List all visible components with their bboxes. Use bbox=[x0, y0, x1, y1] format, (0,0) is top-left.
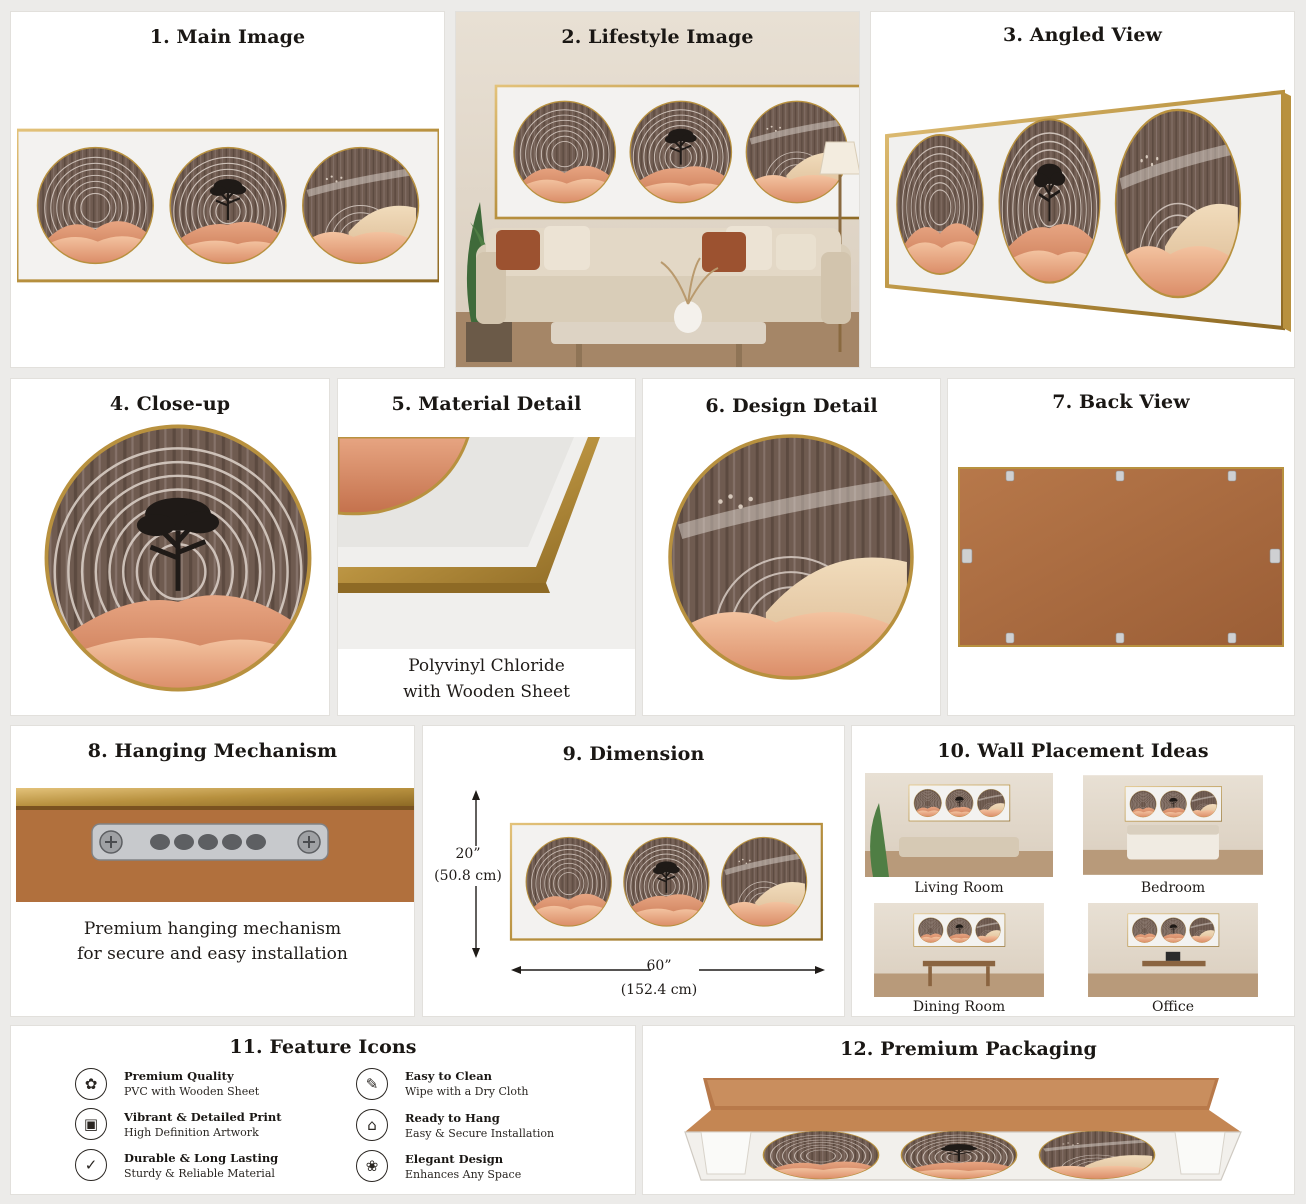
room-living-image bbox=[865, 773, 1053, 877]
room-label-bedroom: Bedroom bbox=[1140, 880, 1206, 896]
room-label-dining: Dining Room bbox=[912, 999, 1006, 1015]
feature-subtitle: High Definition Artwork bbox=[124, 1126, 259, 1139]
hanging-caption-line1: Premium hanging mechanism bbox=[83, 919, 342, 939]
feature-title: Easy to Clean bbox=[405, 1069, 493, 1083]
panel-title: 1. Main Image bbox=[149, 26, 306, 48]
panel-title: 9. Dimension bbox=[562, 743, 705, 765]
panel-material-detail: 5. Material Detail Polyvinyl Chloride wi… bbox=[337, 378, 636, 716]
panel-feature-icons: 11. Feature Icons ✿ Premium Quality PVC … bbox=[10, 1025, 636, 1195]
panel-back-view: 7. Back View bbox=[947, 378, 1295, 716]
panel-premium-packaging: 12. Premium Packaging bbox=[642, 1025, 1295, 1195]
panel-title: 3. Angled View bbox=[1003, 24, 1162, 46]
angled-artwork-image bbox=[885, 89, 1291, 332]
material-caption-line1: Polyvinyl Chloride bbox=[408, 656, 565, 676]
elegant-design-icon: ❀ bbox=[356, 1150, 388, 1182]
panel-angled-view: 3. Angled View bbox=[870, 11, 1295, 368]
height-inches: 20” bbox=[455, 846, 481, 862]
height-cm: (50.8 cm) bbox=[434, 868, 502, 884]
room-bedroom-image bbox=[1083, 773, 1263, 877]
panel-design-detail: 6. Design Detail bbox=[642, 378, 941, 716]
feature-title: Elegant Design bbox=[405, 1152, 504, 1166]
hanging-caption-line2: for secure and easy installation bbox=[77, 944, 348, 964]
lifestyle-room-image bbox=[456, 12, 859, 367]
panel-title: 10. Wall Placement Ideas bbox=[937, 740, 1209, 762]
feature-subtitle: PVC with Wooden Sheet bbox=[124, 1085, 260, 1098]
width-inches: 60” bbox=[646, 958, 672, 974]
feature-title: Durable & Long Lasting bbox=[124, 1151, 279, 1165]
packaging-box-image bbox=[684, 1078, 1242, 1181]
panel-title: 12. Premium Packaging bbox=[840, 1038, 1097, 1060]
brush-icon: ✎ bbox=[356, 1068, 388, 1100]
panel-title: 7. Back View bbox=[1052, 391, 1190, 413]
quality-badge-icon: ✿ bbox=[75, 1068, 107, 1100]
dimension-diagram bbox=[472, 790, 825, 974]
panel-wall-placement: 10. Wall Placement Ideas Living Room Bed… bbox=[851, 725, 1295, 1017]
durable-check-icon: ✓ bbox=[75, 1149, 107, 1181]
panel-title: 2. Lifestyle Image bbox=[561, 26, 754, 48]
panel-hanging-mechanism: 8. Hanging Mechanism Premium hanging mec… bbox=[10, 725, 415, 1017]
print-icon: ▣ bbox=[75, 1108, 107, 1140]
hanger-icon: ⌂ bbox=[356, 1109, 388, 1141]
panel-title: 4. Close-up bbox=[109, 393, 231, 415]
room-label-living: Living Room bbox=[914, 880, 1004, 896]
feature-title: Ready to Hang bbox=[405, 1111, 500, 1125]
panel-title: 5. Material Detail bbox=[391, 393, 582, 415]
material-caption-line2: with Wooden Sheet bbox=[403, 682, 570, 702]
feature-title: Premium Quality bbox=[124, 1069, 234, 1083]
feature-subtitle: Easy & Secure Installation bbox=[405, 1127, 555, 1140]
panel-title: 8. Hanging Mechanism bbox=[87, 740, 338, 762]
room-label-office: Office bbox=[1151, 999, 1195, 1015]
panel-main-image: 1. Main Image bbox=[10, 11, 445, 368]
feature-title: Vibrant & Detailed Print bbox=[124, 1110, 282, 1124]
close-up-circle-image bbox=[44, 424, 312, 692]
room-office-image bbox=[1083, 903, 1263, 997]
panel-lifestyle-image: 2. Lifestyle Image bbox=[455, 11, 860, 368]
panel-close-up: 4. Close-up bbox=[10, 378, 330, 716]
room-dining-image bbox=[865, 903, 1053, 997]
feature-subtitle: Sturdy & Reliable Material bbox=[124, 1167, 275, 1180]
panel-title: 11. Feature Icons bbox=[229, 1036, 417, 1058]
material-corner-image bbox=[338, 437, 635, 649]
main-artwork-image bbox=[17, 128, 439, 283]
hanging-bracket-image bbox=[16, 788, 414, 902]
panel-dimension: 9. Dimension 20” (50.8 cm) 60” (152.4 cm… bbox=[422, 725, 845, 1017]
width-cm: (152.4 cm) bbox=[620, 982, 698, 998]
panel-title: 6. Design Detail bbox=[705, 395, 878, 417]
feature-subtitle: Wipe with a Dry Cloth bbox=[405, 1085, 529, 1098]
back-view-image bbox=[958, 467, 1284, 647]
design-detail-circle-image bbox=[668, 434, 914, 680]
feature-subtitle: Enhances Any Space bbox=[405, 1168, 522, 1181]
